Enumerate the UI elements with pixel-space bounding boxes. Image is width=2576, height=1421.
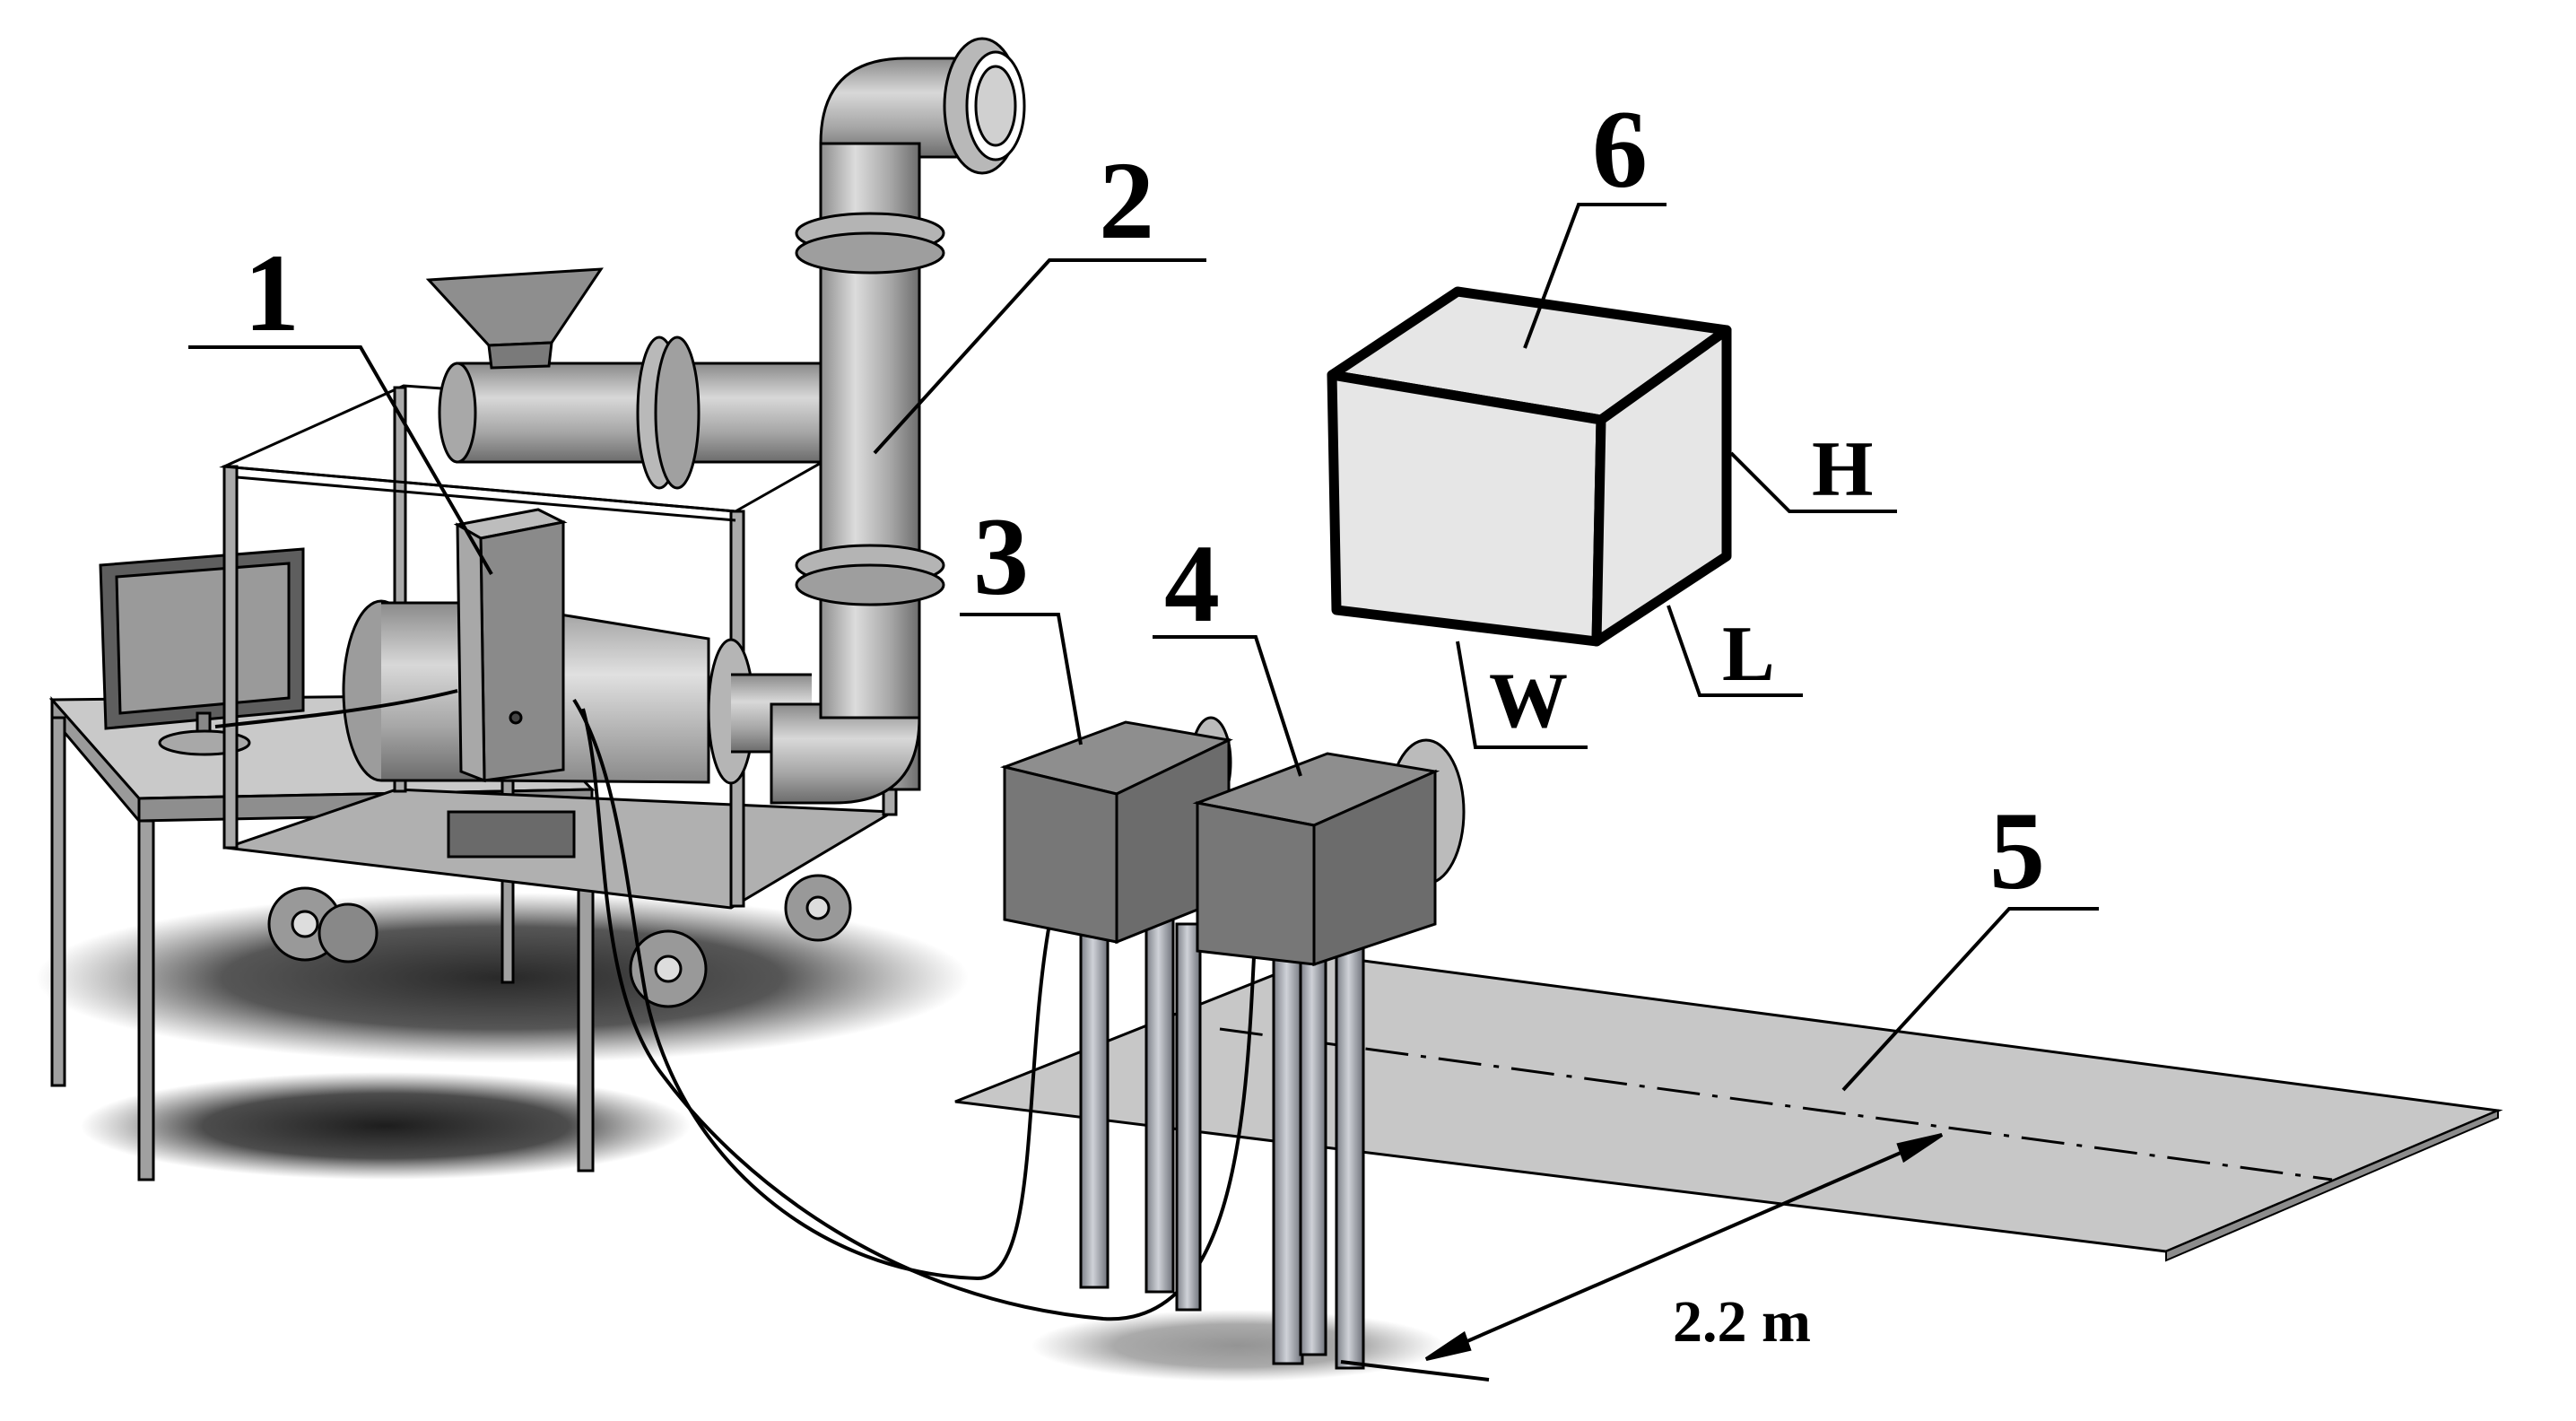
label-part-6: 6 (1592, 88, 1648, 211)
label-part-3: 3 (973, 495, 1029, 618)
label-length: L (1722, 611, 1775, 698)
signal-cables (214, 689, 1258, 1321)
label-distance: 2.2 m (1673, 1289, 1811, 1355)
label-part-1: 1 (244, 231, 300, 354)
duct-pipe-system (425, 37, 1026, 805)
label-part-5: 5 (1989, 789, 2045, 912)
cart-wheels (267, 874, 852, 1008)
distance-dimension (1424, 1133, 1944, 1361)
leader-lines (188, 203, 2099, 1382)
control-box (453, 508, 568, 783)
measurement-device-4 (1192, 738, 1466, 1370)
sample-box (1327, 286, 1732, 647)
label-part-4: 4 (1164, 522, 1220, 645)
label-part-2: 2 (1099, 139, 1154, 262)
label-height: H (1812, 426, 1873, 513)
label-width: W (1489, 658, 1568, 745)
